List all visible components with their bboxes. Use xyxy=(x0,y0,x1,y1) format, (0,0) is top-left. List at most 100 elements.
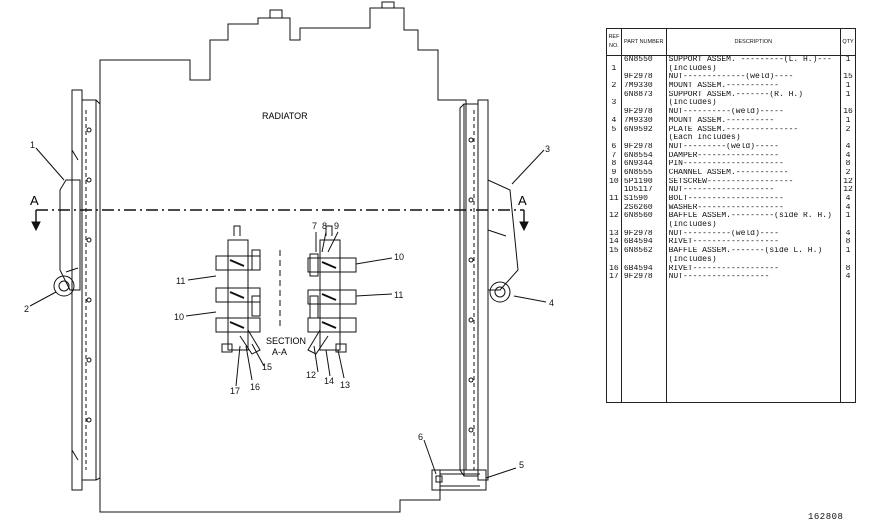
parts-table-header: REF NO. PART NUMBER DESCRIPTION QTY xyxy=(606,28,856,56)
cell-desc: MOUNT ASSEM.----------- xyxy=(665,82,842,91)
cell-qty xyxy=(840,64,856,74)
parts-table: REF NO. PART NUMBER DESCRIPTION QTY 6N85… xyxy=(606,28,856,403)
cell-ref: 13 xyxy=(606,229,622,239)
cell-desc: SUPPORT ASSEM.-------(R. H.) xyxy=(665,90,842,100)
drawing-number: 162808 xyxy=(808,512,844,522)
callout-10-right: 10 xyxy=(394,252,404,262)
cell-qty: 16 xyxy=(840,108,856,117)
cell-ref: 16 xyxy=(606,264,622,274)
cell-desc: NUT---------(weld)----- xyxy=(665,142,842,152)
cell-desc: BOLT-------------------- xyxy=(665,195,842,204)
section-line-label-right: A xyxy=(518,193,527,208)
header-ref-no: REF NO. xyxy=(606,28,622,56)
cell-desc: (Includes) xyxy=(665,99,842,109)
header-description: DESCRIPTION xyxy=(665,28,842,56)
table-row: (Includes) xyxy=(606,221,856,230)
cell-ref xyxy=(606,255,622,265)
cell-pn: 5P1190 xyxy=(620,177,667,187)
section-view-left xyxy=(215,225,261,355)
cell-qty: 2 xyxy=(840,125,856,135)
section-caption-line-2: A-A xyxy=(272,347,287,357)
cell-ref xyxy=(606,221,622,230)
cell-qty: 1 xyxy=(840,82,856,91)
cell-ref: 8 xyxy=(606,160,622,169)
cell-desc: (Includes) xyxy=(665,221,842,230)
cell-desc: NUT----------(weld)---- xyxy=(665,229,842,239)
cell-desc: RIVET------------------ xyxy=(665,264,842,274)
cell-qty: 1 xyxy=(840,55,856,65)
cell-pn: 6N8555 xyxy=(620,168,667,178)
cell-ref xyxy=(606,134,622,143)
cell-ref xyxy=(606,108,622,117)
cell-ref: 1 xyxy=(606,64,622,74)
table-row: 9F2978 NUT-------------(weld)----15 xyxy=(606,73,856,83)
cell-qty: 1 xyxy=(840,90,856,100)
cell-pn: S1590 xyxy=(620,195,667,204)
cell-qty: 8 xyxy=(840,264,856,274)
table-filler-row xyxy=(606,281,856,403)
radiator-outline xyxy=(99,7,467,513)
cell-empty xyxy=(620,281,667,403)
cell-ref: 10 xyxy=(606,177,622,187)
cell-desc: (Each Includes) xyxy=(665,134,842,143)
cell-pn xyxy=(620,255,667,265)
cell-pn: 9F2978 xyxy=(620,142,667,152)
exploded-view-drawing: RADIATOR A A SECTION A-A 1 2 3 4 5 6 7 8… xyxy=(24,1,554,513)
cell-qty: 4 xyxy=(840,195,856,204)
cell-qty: 1 xyxy=(840,247,856,256)
cell-ref: 4 xyxy=(606,116,622,126)
cell-desc: DAMPER----------------- xyxy=(665,151,842,161)
callout-3: 3 xyxy=(545,144,550,154)
cell-qty xyxy=(840,221,856,230)
cell-ref: 11 xyxy=(606,195,622,204)
callout-11-right: 11 xyxy=(394,290,403,300)
section-view-right xyxy=(307,225,357,355)
cell-qty xyxy=(840,255,856,265)
callout-15: 15 xyxy=(262,362,272,372)
cell-desc: SETSCREW------------------ xyxy=(665,177,842,187)
table-row: (Each Includes) xyxy=(606,134,856,143)
cell-pn: 6B4594 xyxy=(620,264,667,274)
cell-ref: 17 xyxy=(606,273,622,282)
cell-desc: (Includes) xyxy=(665,255,842,265)
cell-desc: CHANNEL ASSEM.----------- xyxy=(665,168,842,178)
callout-17: 17 xyxy=(230,386,240,396)
cell-ref xyxy=(606,55,622,65)
cell-pn xyxy=(620,221,667,230)
right-support-channel xyxy=(477,99,489,481)
cell-pn: 9F2978 xyxy=(620,73,667,83)
callout-5: 5 xyxy=(519,460,524,470)
cell-pn xyxy=(620,64,667,74)
cell-qty: 4 xyxy=(840,203,856,213)
cell-pn: 6N9592 xyxy=(620,125,667,135)
cell-qty: 8 xyxy=(840,160,856,169)
cell-ref xyxy=(606,203,622,213)
cell-ref: 14 xyxy=(606,238,622,248)
cell-pn: 6N8560 xyxy=(620,212,667,222)
right-mount-assembly xyxy=(489,281,511,303)
cell-pn: 9F2978 xyxy=(620,273,667,282)
cell-ref: 15 xyxy=(606,247,622,256)
cell-ref: 7 xyxy=(606,151,622,161)
cell-empty xyxy=(665,281,842,403)
cell-ref: 2 xyxy=(606,82,622,91)
callout-1: 1 xyxy=(30,140,35,150)
cell-ref: 9 xyxy=(606,168,622,178)
table-row: (Includes) xyxy=(606,255,856,265)
section-line-label-left: A xyxy=(30,193,39,208)
callout-14: 14 xyxy=(324,376,334,386)
cell-pn: 9F2978 xyxy=(620,108,667,117)
cell-desc: PIN--------------------- xyxy=(665,160,842,169)
callout-labels: 1 2 3 4 5 6 7 8 9 10 11 11 10 12 13 14 1… xyxy=(24,140,554,470)
